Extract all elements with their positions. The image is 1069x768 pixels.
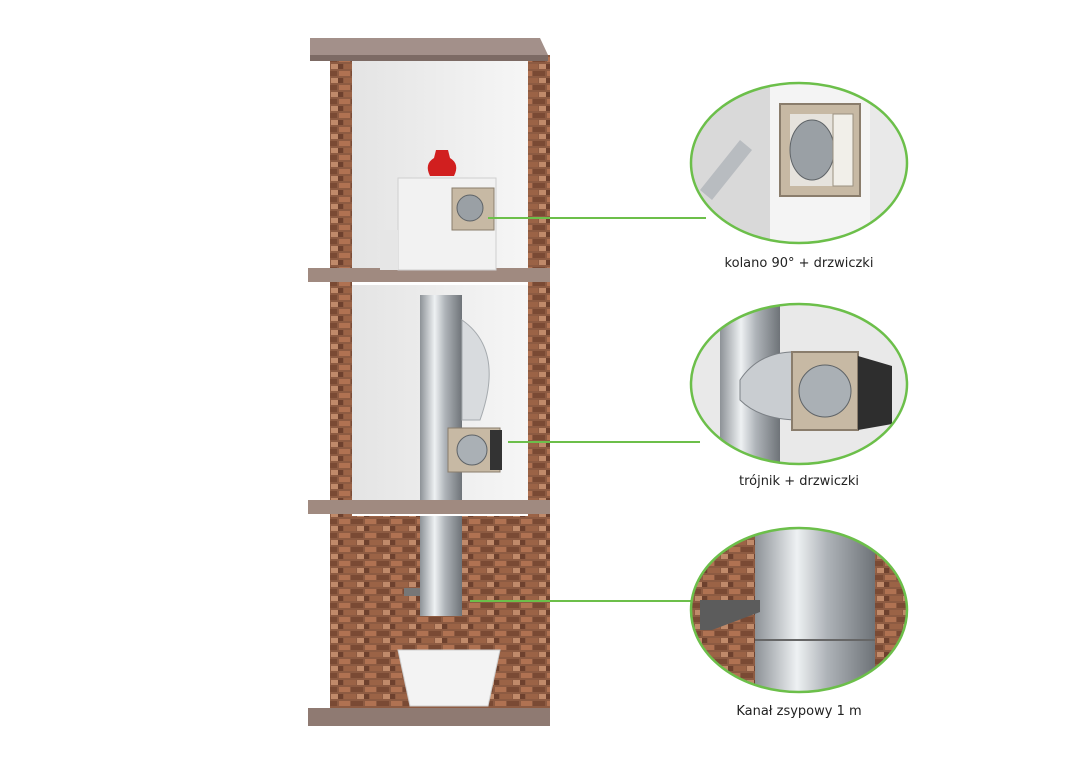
tee-door-leaf — [490, 430, 502, 470]
callout-lines — [470, 217, 706, 602]
right-brick-wall — [528, 55, 550, 720]
chimney-tower — [308, 38, 550, 726]
slab-2 — [308, 500, 550, 514]
red-pot — [427, 150, 457, 176]
label-elbow: kolano 90° + drzwiczki — [724, 256, 874, 271]
slab-1 — [308, 268, 550, 282]
callout-tee-detail — [689, 302, 909, 466]
collection-bin — [397, 649, 501, 707]
top-slab — [310, 38, 548, 55]
label-channel: Kanał zsypowy 1 m — [736, 704, 862, 719]
label-tee: trójnik + drzwiczki — [738, 474, 860, 489]
vertical-pipe-low — [420, 516, 462, 616]
base-slab — [308, 708, 550, 726]
callout-elbow-detail — [689, 81, 909, 245]
left-brick-wall — [330, 55, 352, 720]
callout-channel-detail — [689, 526, 909, 694]
